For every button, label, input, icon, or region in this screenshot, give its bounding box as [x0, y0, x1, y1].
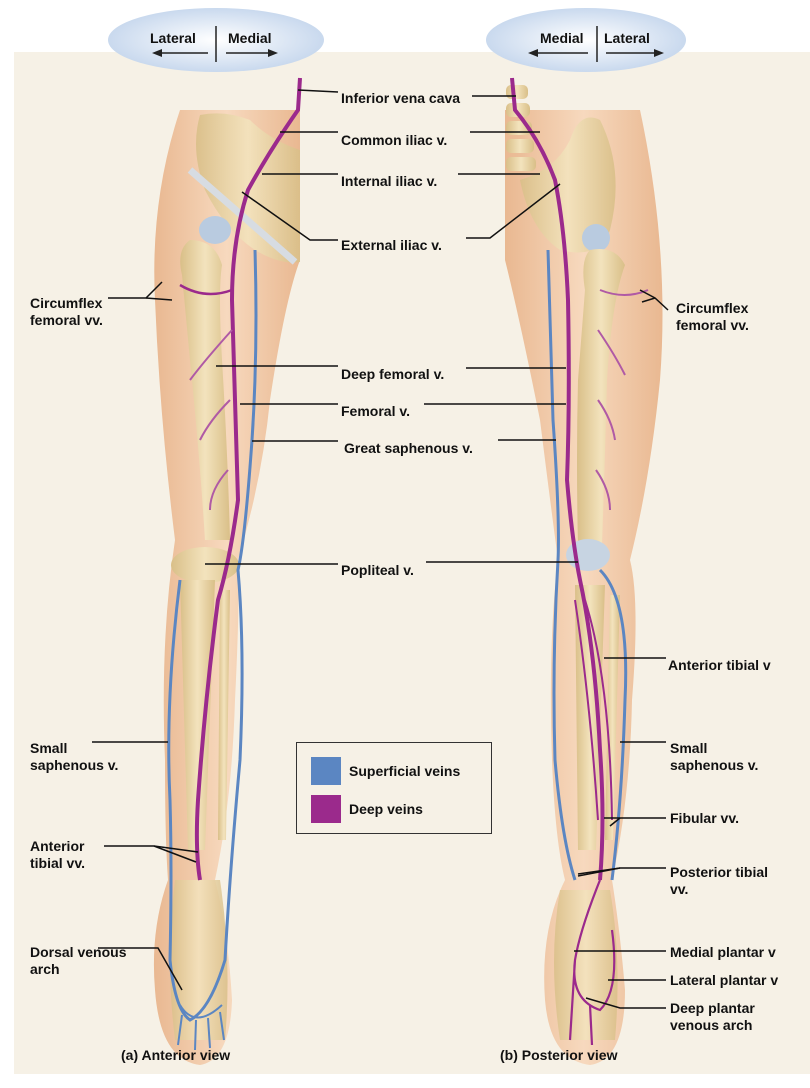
label-medial-plantar: Medial plantar v [670, 944, 776, 961]
label-posterior-tibial: Posterior tibial vv. [670, 864, 786, 898]
label-internal-iliac: Internal iliac v. [341, 173, 437, 190]
orientation-lateral-right: Lateral [604, 30, 650, 46]
label-common-iliac: Common iliac v. [341, 132, 447, 149]
legend: Superficial veins Deep veins [296, 742, 492, 834]
label-popliteal: Popliteal v. [341, 562, 414, 579]
legend-swatch-superficial [311, 757, 341, 785]
label-small-saphenous-right: Small saphenous v. [670, 740, 766, 774]
orientation-oval-right [486, 8, 686, 72]
legend-swatch-deep [311, 795, 341, 823]
label-inferior-vena-cava: Inferior vena cava [341, 90, 460, 107]
label-external-iliac: External iliac v. [341, 237, 442, 254]
label-deep-femoral: Deep femoral v. [341, 366, 444, 383]
label-anterior-tibial-left: Anterior tibial vv. [30, 838, 106, 872]
legend-label-deep: Deep veins [349, 801, 423, 818]
label-anterior-tibial-right: Anterior tibial v [668, 657, 771, 674]
orientation-lateral-left: Lateral [150, 30, 196, 46]
label-circumflex-femoral-right: Circumflex femoral vv. [676, 300, 776, 334]
label-fibular: Fibular vv. [670, 810, 739, 827]
label-femoral: Femoral v. [341, 403, 410, 420]
caption-posterior-view: (b) Posterior view [500, 1047, 617, 1063]
label-great-saphenous: Great saphenous v. [344, 440, 473, 457]
label-deep-plantar-arch: Deep plantar venous arch [670, 1000, 770, 1034]
orientation-medial-left: Medial [228, 30, 272, 46]
label-small-saphenous-left: Small saphenous v. [30, 740, 122, 774]
label-dorsal-venous-arch: Dorsal venous arch [30, 944, 142, 978]
caption-anterior-view: (a) Anterior view [121, 1047, 230, 1063]
label-lateral-plantar: Lateral plantar v [670, 972, 778, 989]
label-circumflex-femoral-left: Circumflex femoral vv. [30, 295, 130, 329]
legend-label-superficial: Superficial veins [349, 763, 460, 780]
orientation-medial-right: Medial [540, 30, 584, 46]
